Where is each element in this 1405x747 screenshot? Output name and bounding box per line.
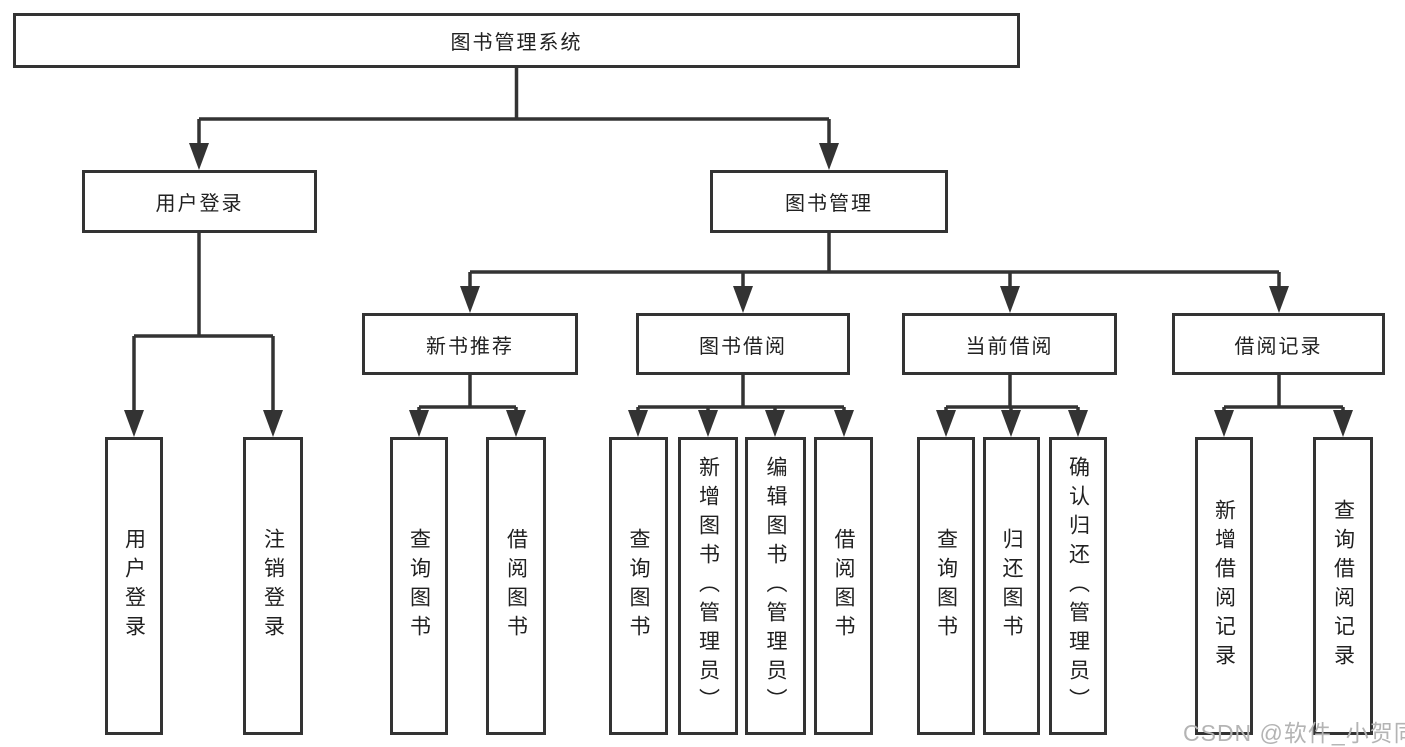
node-label: 新书推荐 (426, 335, 514, 358)
arrowheads (124, 143, 1353, 437)
node-user-login: 用户登录 (82, 170, 317, 233)
node-leaf-borrow-books-rec: 借阅图书 (486, 437, 546, 735)
node-root: 图书管理系统 (13, 13, 1020, 68)
node-label: 图书借阅 (699, 335, 787, 358)
csdn-watermark: CSDN @软件_小贺同学 (1183, 720, 1405, 746)
node-leaf-borrow-books-bb: 借阅图书 (814, 437, 873, 735)
node-label: 用户登录 (155, 193, 244, 215)
node-label: 当前借阅 (965, 335, 1054, 358)
node-current-borrow: 当前借阅 (902, 313, 1117, 375)
node-leaf-query-books-rec: 查询图书 (390, 437, 448, 735)
node-label: 查询图书 (934, 528, 958, 644)
node-label: 借阅记录 (1234, 335, 1323, 358)
node-leaf-logout: 注销登录 (243, 437, 303, 735)
node-label: 图书管理系统 (450, 32, 583, 54)
node-leaf-query-books-cb: 查询图书 (917, 437, 975, 735)
node-label: 新增借阅记录 (1212, 499, 1236, 673)
node-label: 查询图书 (627, 528, 650, 644)
node-leaf-edit-books-admin: 编辑图书（管理员） (745, 437, 806, 735)
node-label: 查询借阅记录 (1331, 499, 1355, 673)
node-label: 新增图书（管理员） (696, 455, 720, 717)
node-leaf-confirm-return-admin: 确认归还（管理员） (1049, 437, 1107, 735)
node-label: 用户登录 (122, 528, 146, 644)
node-label: 编辑图书（管理员） (764, 455, 787, 717)
node-label: 图书管理 (785, 193, 873, 215)
node-book-borrow: 图书借阅 (636, 313, 850, 375)
node-new-book-recommend: 新书推荐 (362, 313, 578, 375)
node-leaf-query-books-bb: 查询图书 (609, 437, 668, 735)
node-leaf-user-login: 用户登录 (105, 437, 163, 735)
node-leaf-add-borrow-record: 新增借阅记录 (1195, 437, 1253, 735)
node-book-management: 图书管理 (710, 170, 948, 233)
node-leaf-query-borrow-record: 查询借阅记录 (1313, 437, 1373, 735)
node-label: 借阅图书 (832, 528, 855, 644)
node-borrow-records: 借阅记录 (1172, 313, 1385, 375)
node-label: 确认归还（管理员） (1066, 455, 1090, 717)
node-leaf-add-books-admin: 新增图书（管理员） (678, 437, 738, 735)
node-label: 查询图书 (407, 528, 431, 644)
node-label: 归还图书 (1000, 528, 1023, 644)
node-label: 注销登录 (261, 528, 285, 644)
node-label: 借阅图书 (504, 528, 528, 644)
node-leaf-return-books: 归还图书 (983, 437, 1040, 735)
